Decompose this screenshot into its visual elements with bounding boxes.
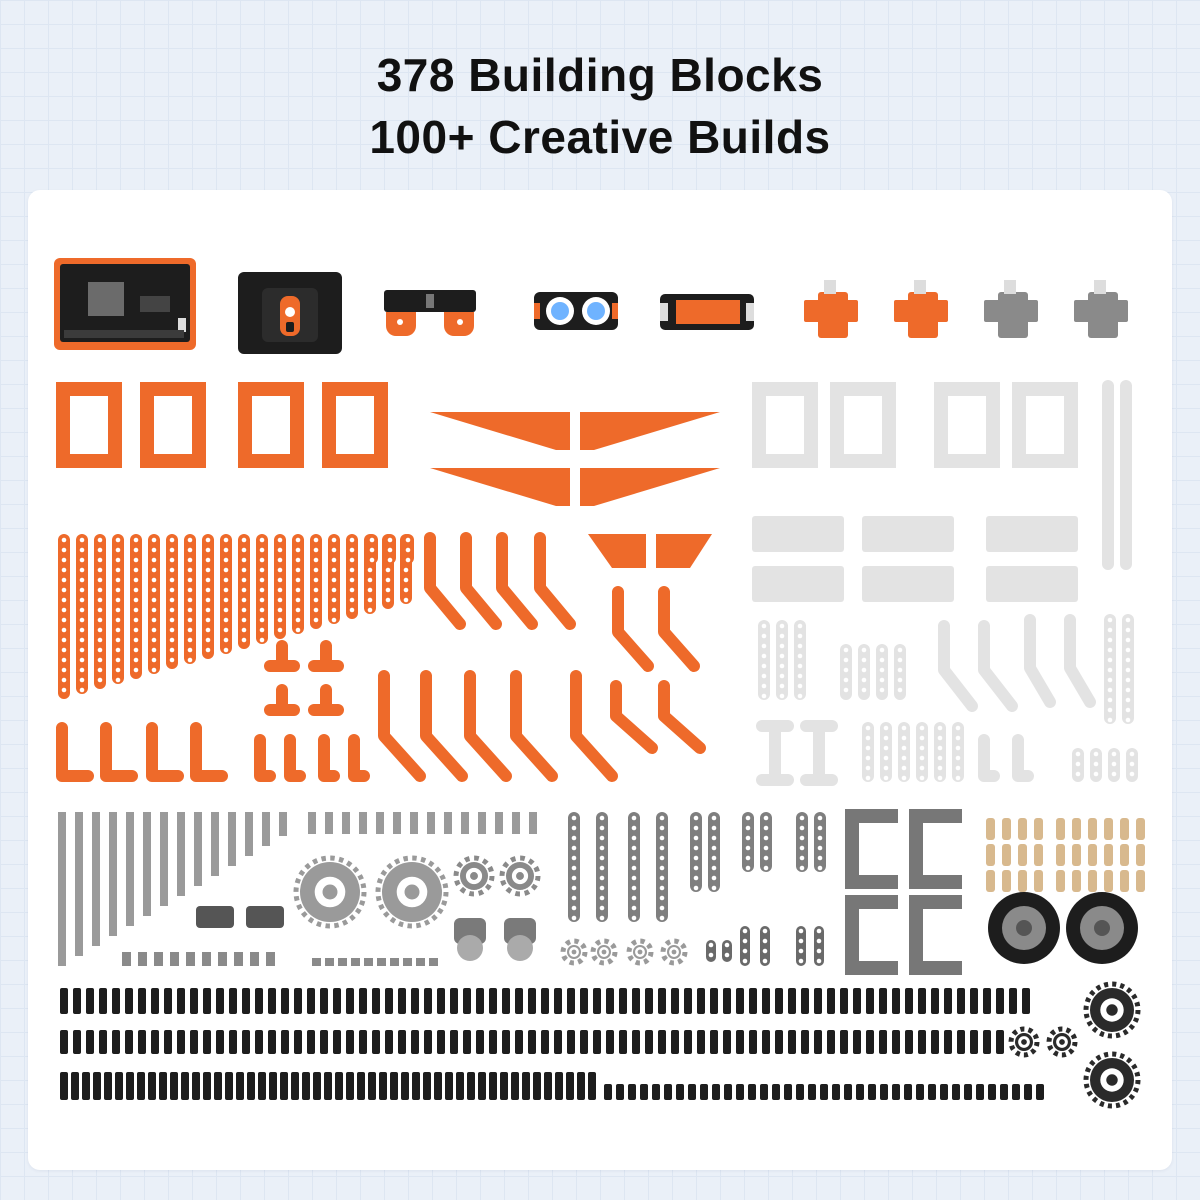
servo-gray-2-icon [1074,280,1128,338]
line-sensor-icon [384,290,476,336]
headline: 378 Building Blocks 100+ Creative Builds [0,44,1200,168]
battery-box-icon [238,272,342,354]
tan-pins-icon [986,818,1145,892]
servo-orange-2-icon [894,280,948,338]
dark-gray-connectors-icon [845,809,962,975]
orange-t-beams-icon [264,640,344,716]
black-pins-icon [60,988,1044,1100]
orange-frames-icon [56,382,388,468]
light-gray-beams-icon [756,614,1138,786]
orange-angle-beams-icon [378,532,706,782]
dark-gray-beams-icon [568,812,826,966]
controller-board-icon [54,258,196,350]
headline-line-2: 100+ Creative Builds [369,111,831,163]
light-gray-plates-icon [752,516,1078,602]
light-gray-angle-beams-icon [938,614,1096,782]
axles-icon [58,812,537,966]
orange-wing-panels-icon [430,412,720,568]
servo-orange-1-icon [804,280,858,338]
headline-line-1: 378 Building Blocks [376,49,824,101]
servo-gray-1-icon [984,280,1038,338]
wheels-icon [988,892,1138,964]
orange-beams-icon [58,534,414,699]
orange-l-beams-icon [56,722,370,782]
led-matrix-icon [660,294,754,330]
light-gray-frames-icon [752,380,1132,570]
gears-icon [196,855,1141,1109]
ultrasonic-sensor-icon [534,292,618,330]
